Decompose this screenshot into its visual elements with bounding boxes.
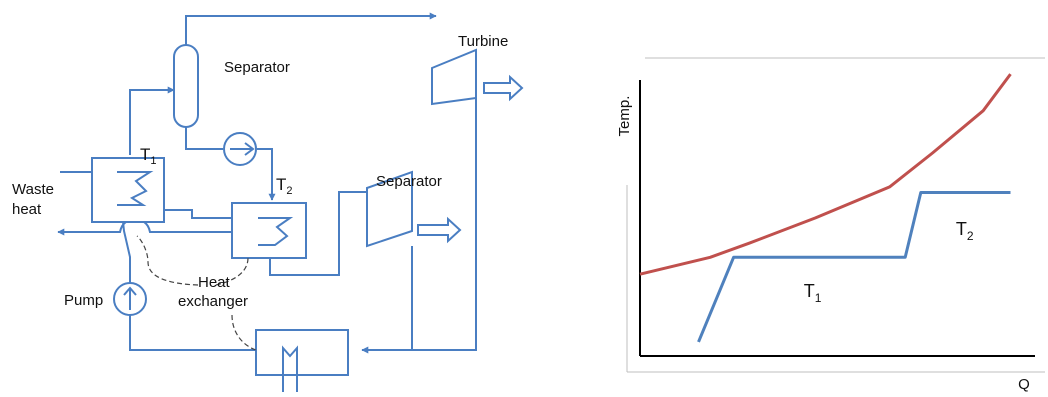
- label-pump: Pump: [64, 292, 103, 309]
- label-heat-line2: exchanger: [178, 293, 248, 310]
- x-axis-label: Q: [1018, 376, 1030, 392]
- t1-heat-exchanger-coil: [117, 171, 154, 206]
- label-t1: T1: [140, 145, 157, 167]
- label-turbine: Turbine: [458, 33, 508, 50]
- lp-power-output-arrow: [417, 216, 462, 244]
- pipe-separator-to-turbine: [185, 12, 437, 45]
- chart-annotation-base: T: [956, 219, 967, 239]
- turbine-symbol: [431, 48, 477, 106]
- condenser: [255, 329, 349, 376]
- process-schematic: [57, 12, 524, 392]
- chart-annotation-subscript: 1: [815, 291, 822, 305]
- pipe-condenser-to-pump: [129, 315, 256, 351]
- label-t2: T2: [276, 175, 293, 197]
- t2-heat-exchanger-coil: [258, 217, 294, 246]
- pipe-turbine-exhaust: [361, 98, 477, 354]
- pump-arrow: [123, 286, 137, 310]
- label-separator-mid: Separator: [376, 173, 442, 190]
- chart-annotation-2: T2: [956, 219, 974, 243]
- pipe-separator-liquid-to-t2: [185, 124, 223, 150]
- pointer-to-t1: [136, 235, 199, 286]
- t2-heat-exchanger: [231, 202, 307, 259]
- label-t2-base: T: [276, 175, 286, 194]
- label-waste-line2: heat: [12, 201, 42, 218]
- pointer-to-t2: [215, 257, 249, 286]
- pipe-waste-heat-to-t2: [162, 209, 232, 219]
- t1-heat-exchanger: [91, 157, 165, 223]
- hot-stream-line: [639, 73, 1012, 276]
- chart-series-layer: [639, 73, 1012, 343]
- heat-exchanger-pointers: [136, 235, 257, 351]
- cold-stream-line: [697, 191, 1011, 343]
- label-waste-line1: Waste: [12, 181, 54, 198]
- y-axis-label: Temp.: [616, 96, 633, 137]
- pointer-to-condenser: [231, 314, 257, 351]
- pipe-t2-to-lp-separator: [269, 191, 367, 276]
- pipe-circulation-pump-to-t2: [257, 148, 276, 201]
- schematic-labels: Separator Turbine Separator Waste heat T…: [12, 33, 508, 310]
- chart-axes: [639, 80, 1035, 357]
- lp-separator-expander-symbol: [366, 170, 413, 248]
- label-t1-base: T: [140, 145, 150, 164]
- pipe-cooling-water: [282, 375, 298, 392]
- condenser-coil: [282, 345, 298, 375]
- label-t2-subscript: 2: [286, 185, 292, 197]
- label-t1-subscript: 1: [150, 155, 156, 167]
- chart-annotation-base: T: [804, 281, 815, 301]
- circulation-pump-arrow: [230, 142, 255, 156]
- separator-vessel: [173, 44, 199, 128]
- chart-annotation-subscript: 2: [967, 229, 974, 243]
- chart-annotation-1: T1: [804, 281, 822, 305]
- label-separator-top: Separator: [224, 59, 290, 76]
- label-heat-line1: Heat: [198, 274, 231, 291]
- chart-frame: [626, 57, 1045, 373]
- pipe-t1-to-separator: [129, 86, 175, 155]
- turbine-power-output-arrow: [483, 74, 524, 102]
